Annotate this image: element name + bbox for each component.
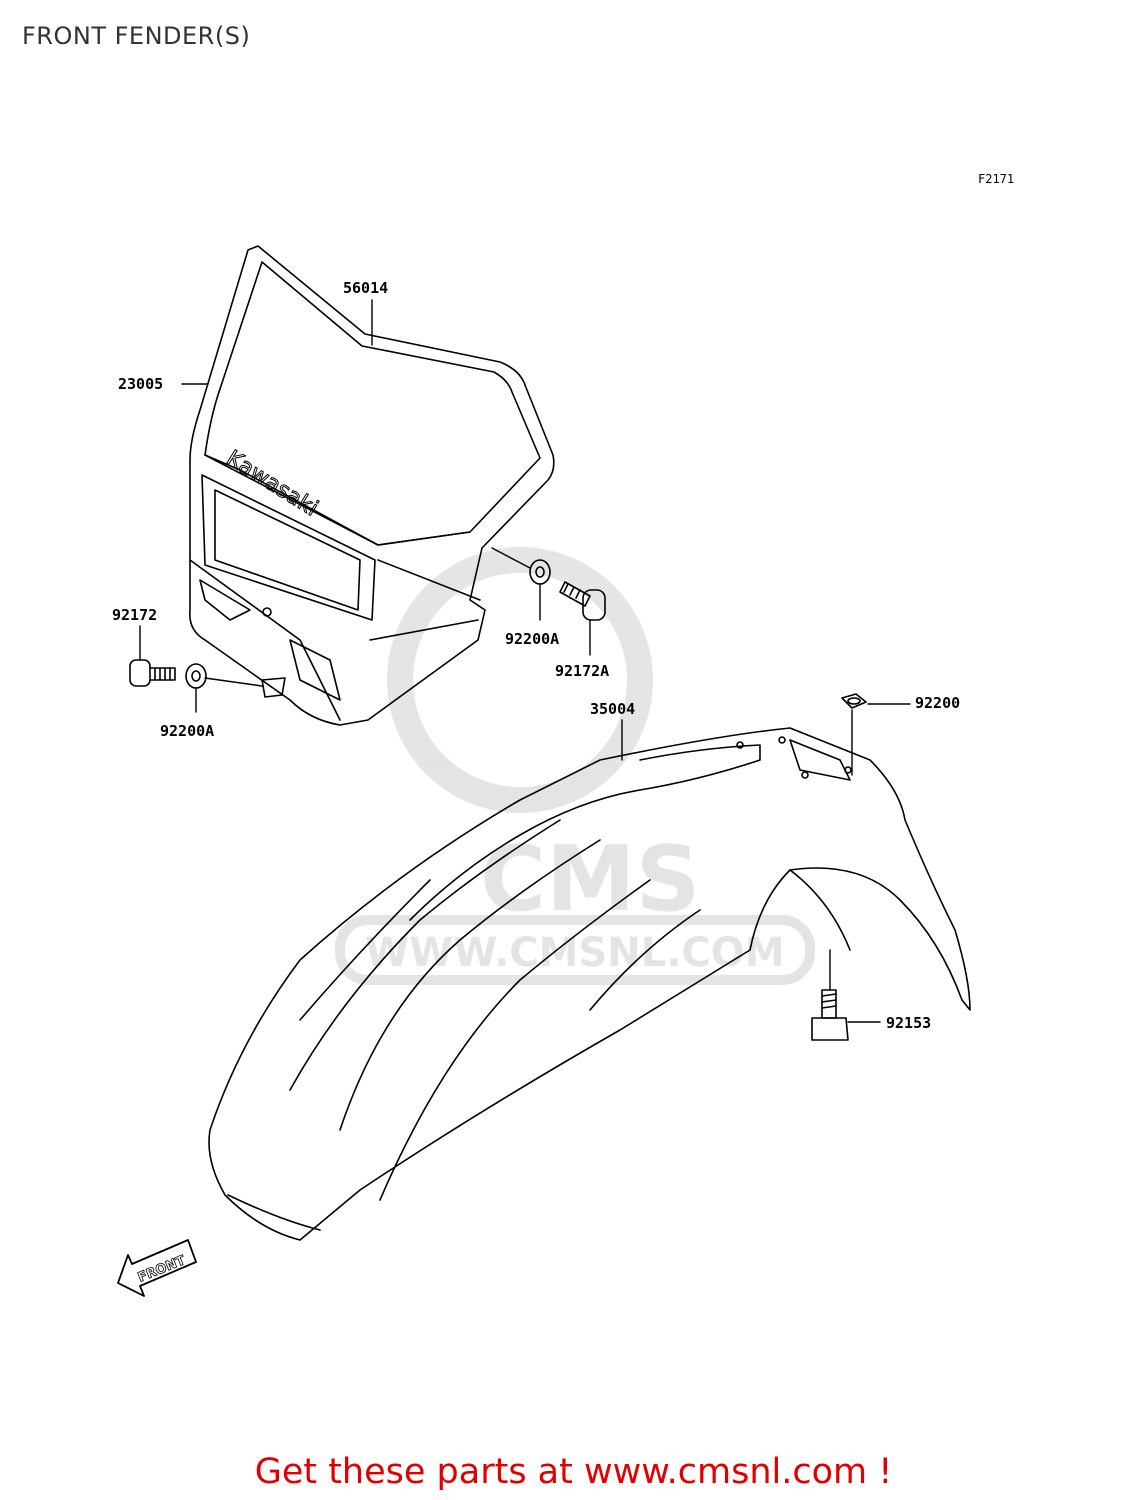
watermark-brand: CMS [480, 827, 700, 932]
bolt-92172a [559, 581, 606, 621]
callout-92200a-left: 92200A [160, 722, 215, 740]
page-title: FRONT FENDER(S) [22, 22, 251, 50]
callout-92172: 92172 [112, 606, 158, 624]
callout-35004: 35004 [590, 700, 636, 718]
grommet-92200a-left [185, 663, 207, 689]
front-fender [208, 727, 971, 1241]
callout-92200: 92200 [915, 694, 961, 712]
figure-code: F2171 [978, 172, 1015, 186]
callout-92172a: 92172A [555, 662, 610, 680]
bolt-92153 [811, 989, 849, 1041]
bolt-92172 [129, 659, 176, 687]
callout-23005: 23005 [118, 375, 164, 393]
parts-diagram: CMS WWW.CMSNL.COM Kawasaki [117, 245, 971, 1297]
parts-link-cta[interactable]: Get these parts at www.cmsnl.com ! [254, 1452, 893, 1492]
callout-92200a-right: 92200A [505, 630, 560, 648]
front-direction-arrow: FRONT [117, 1239, 197, 1297]
front-arrow-label: FRONT [136, 1253, 188, 1286]
watermark: CMS WWW.CMSNL.COM [335, 547, 815, 985]
watermark-url: WWW.CMSNL.COM [365, 930, 785, 976]
callout-56014: 56014 [343, 279, 389, 297]
callout-92153: 92153 [886, 1014, 932, 1032]
washer-92200 [841, 693, 867, 709]
leader-lines [139, 299, 911, 1023]
